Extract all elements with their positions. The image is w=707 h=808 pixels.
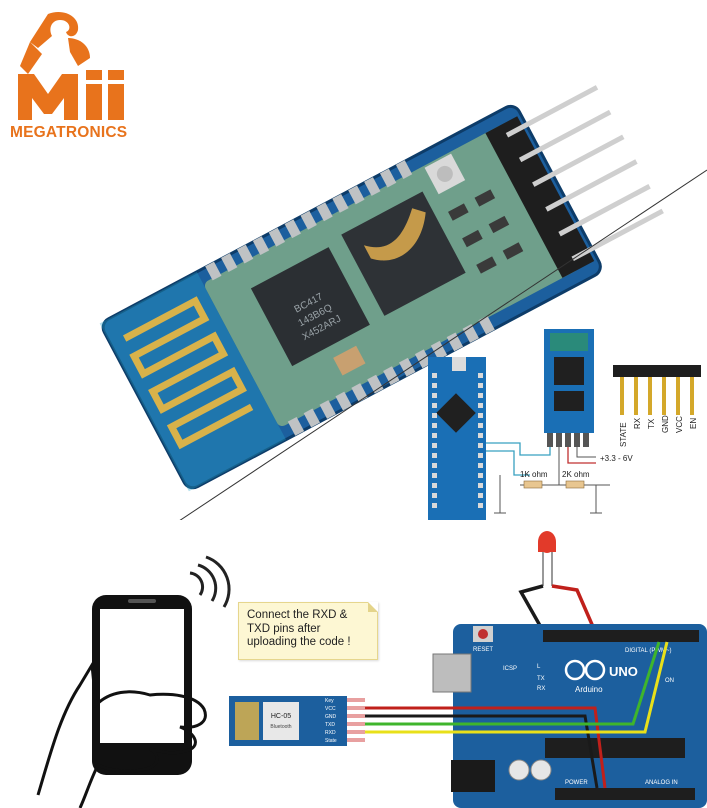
hc05-module-illustration: BC417 143B6Q X452ARJ xyxy=(99,85,707,520)
led-label-rx: RX xyxy=(537,686,545,692)
pin-label-rx: RX xyxy=(633,417,642,429)
icsp-label: ICSP xyxy=(503,666,517,672)
hc05-pin-gnd: GND xyxy=(325,714,337,720)
hc05-pin-state: State xyxy=(325,738,337,744)
note-dogear xyxy=(368,602,378,612)
hc05-pin-txd: TXD xyxy=(325,722,335,728)
power-header-label: POWER xyxy=(565,780,588,786)
red-led xyxy=(538,531,556,586)
megatronics-logo-icon xyxy=(18,11,124,120)
upload-note: Connect the RXD & TXD pins after uploadi… xyxy=(238,602,378,660)
analog-header-label: ANALOG IN xyxy=(645,780,678,786)
arduino-hookup-diagram: RESET DIGITAL (PWM~) ICSP L TX RX ON UNO… xyxy=(229,531,707,808)
upload-note-text: Connect the RXD & TXD pins after uploadi… xyxy=(247,609,351,648)
hc05-pin-vcc: VCC xyxy=(325,706,336,712)
led-label-on: ON xyxy=(665,678,674,684)
hc05-pin-key: Key xyxy=(325,698,334,704)
supply-voltage-label: +3.3 - 6V xyxy=(600,454,633,463)
digital-header-label: DIGITAL (PWM~) xyxy=(625,648,672,654)
reset-label: RESET xyxy=(473,647,493,653)
phone-hand-illustration xyxy=(36,555,231,808)
wiring-schematic: 1K ohm 2K ohm +3.3 - 6V STATE RX TX GND … xyxy=(428,329,701,520)
uno-model-label: UNO xyxy=(609,664,638,679)
resistor-2-label: 2K ohm xyxy=(562,470,590,479)
hc05-module: HC-05 Bluetooth Key VCC GND TXD RXD Stat… xyxy=(229,696,365,746)
pin-label-tx: TX xyxy=(647,418,656,429)
arduino-brand-label: Arduino xyxy=(575,685,603,694)
hc05-label: HC-05 xyxy=(271,713,291,720)
pin-label-vcc: VCC xyxy=(675,416,684,433)
hc05-sublabel: Bluetooth xyxy=(270,724,291,730)
pin-label-state: STATE xyxy=(619,422,628,447)
hc05-pin-rxd: RXD xyxy=(325,730,336,736)
pin-label-en: EN xyxy=(689,418,698,429)
pin-label-gnd: GND xyxy=(661,415,670,433)
led-label-l: L xyxy=(537,664,541,670)
brand-name: MEGATRONICS xyxy=(10,124,128,141)
resistor-1-label: 1K ohm xyxy=(520,470,548,479)
led-label-tx: TX xyxy=(537,676,545,682)
